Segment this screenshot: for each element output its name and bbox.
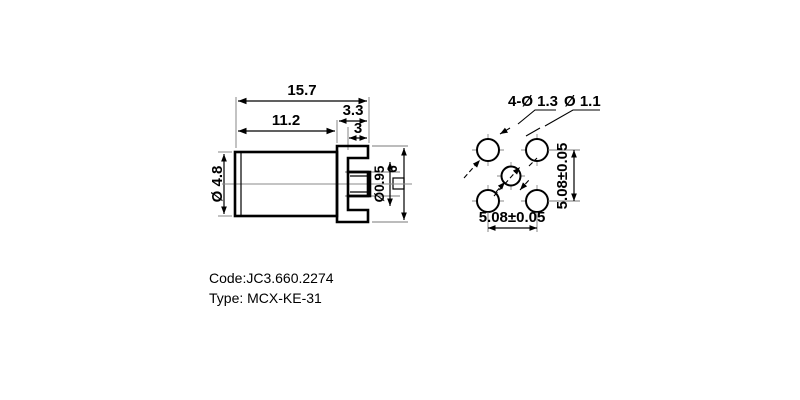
- side-view-group: 15.7 11.2 3.3 3 Ø 4.8: [209, 82, 412, 224]
- label-center-hole: Ø 1.1: [564, 93, 601, 110]
- corner-hole-top-left: [476, 138, 500, 162]
- dim-flange-depth: 3.3: [338, 102, 368, 124]
- dim-pitch-vertical: 5.08±0.05: [548, 143, 580, 210]
- caption-group: Code:JC3.660.2274 Type: MCX-KE-31: [209, 270, 334, 306]
- caption-type: Type: MCX-KE-31: [209, 290, 322, 306]
- dim-pitch-horizontal: 5.08±0.05: [479, 209, 546, 232]
- label-corner-holes: 4-Ø 1.3: [508, 93, 558, 110]
- leader-center-hole: Ø 1.1: [525, 93, 601, 137]
- dim-pitch-vertical-text: 5.08±0.05: [554, 143, 571, 210]
- dim-flange-square-text: 6: [385, 165, 400, 173]
- dim-flange-depth-text: 3.3: [343, 102, 364, 119]
- footprint-view-group: 4-Ø 1.3 Ø 1.1 5.08±0.05 5.08±0.05: [463, 93, 601, 232]
- dim-body-length-text: 11.2: [272, 112, 300, 129]
- dim-body-diameter-text: Ø 4.8: [209, 166, 226, 203]
- dim-body-length: 11.2: [237, 112, 335, 135]
- dim-overall-length-text: 15.7: [287, 82, 316, 99]
- corner-hole-top-right: [525, 138, 549, 162]
- hole-leader-chain: [463, 157, 538, 197]
- dim-overall-length: 15.7: [237, 82, 367, 105]
- dim-pitch-horizontal-text: 5.08±0.05: [479, 209, 546, 226]
- dim-step-depth: 3: [348, 120, 368, 141]
- caption-code: Code:JC3.660.2274: [209, 270, 334, 286]
- square-symbol-icon: [392, 177, 405, 190]
- center-pin: [346, 170, 372, 198]
- dim-step-depth-text: 3: [354, 120, 362, 137]
- leader-corner-holes: 4-Ø 1.3: [499, 93, 558, 135]
